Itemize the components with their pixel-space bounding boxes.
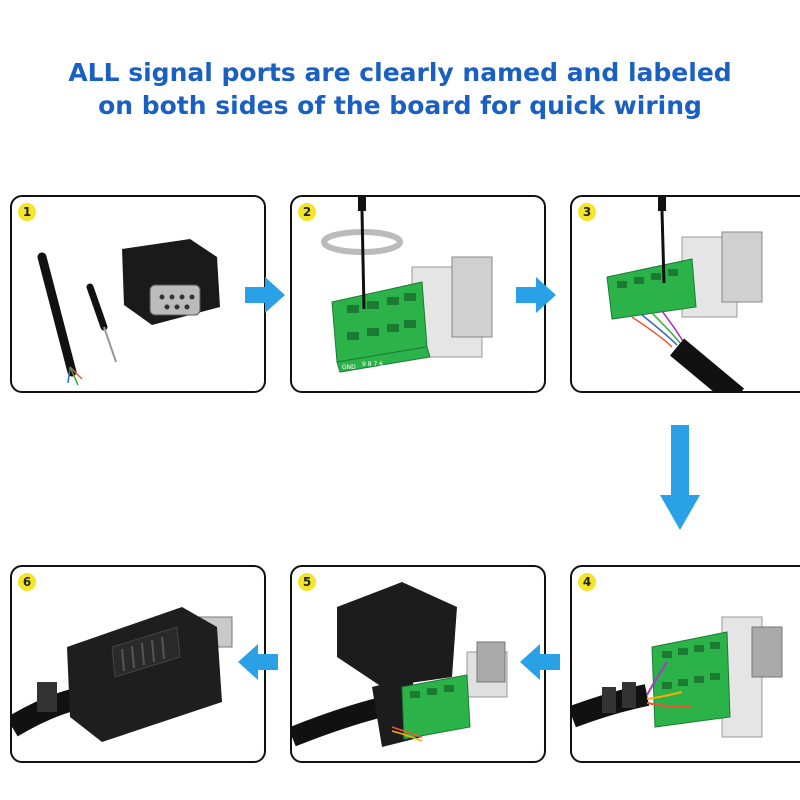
step-5-badge: 5 <box>298 573 316 591</box>
step-4-badge: 4 <box>578 573 596 591</box>
step-3-panel: 3 <box>570 195 800 393</box>
step-1-panel: 1 <box>10 195 266 393</box>
board-gnd-label: GND <box>342 364 356 371</box>
wired-board-image <box>572 616 783 738</box>
screw-terminal-image: GND 9 8 7 6 <box>321 197 493 373</box>
headline-line-2: on both sides of the board for quick wir… <box>98 91 702 120</box>
headline: ALL signal ports are clearly named and l… <box>0 56 800 122</box>
step-6-panel: 6 <box>10 565 266 763</box>
arrow-left-icon <box>238 644 278 680</box>
closing-hood-image <box>292 582 508 747</box>
step-1-badge: 1 <box>18 203 36 221</box>
step-5-panel: 5 <box>290 565 546 763</box>
tools-and-connector-image <box>37 239 220 386</box>
step-3-badge: 3 <box>578 203 596 221</box>
step-2-badge: 2 <box>298 203 316 221</box>
step-6-badge: 6 <box>18 573 36 591</box>
arrow-right-icon <box>245 277 285 313</box>
finished-cable-image <box>12 607 233 742</box>
board-pin-labels: 9 8 7 6 <box>362 361 383 368</box>
step-4-panel: 4 <box>570 565 800 763</box>
insert-wires-image <box>606 197 763 391</box>
step-2-panel: GND 9 8 7 6 2 <box>290 195 546 393</box>
headline-line-1: ALL signal ports are clearly named and l… <box>68 58 732 87</box>
arrow-left-icon <box>520 644 560 680</box>
arrow-down-icon <box>660 425 700 530</box>
arrow-right-icon <box>516 277 556 313</box>
